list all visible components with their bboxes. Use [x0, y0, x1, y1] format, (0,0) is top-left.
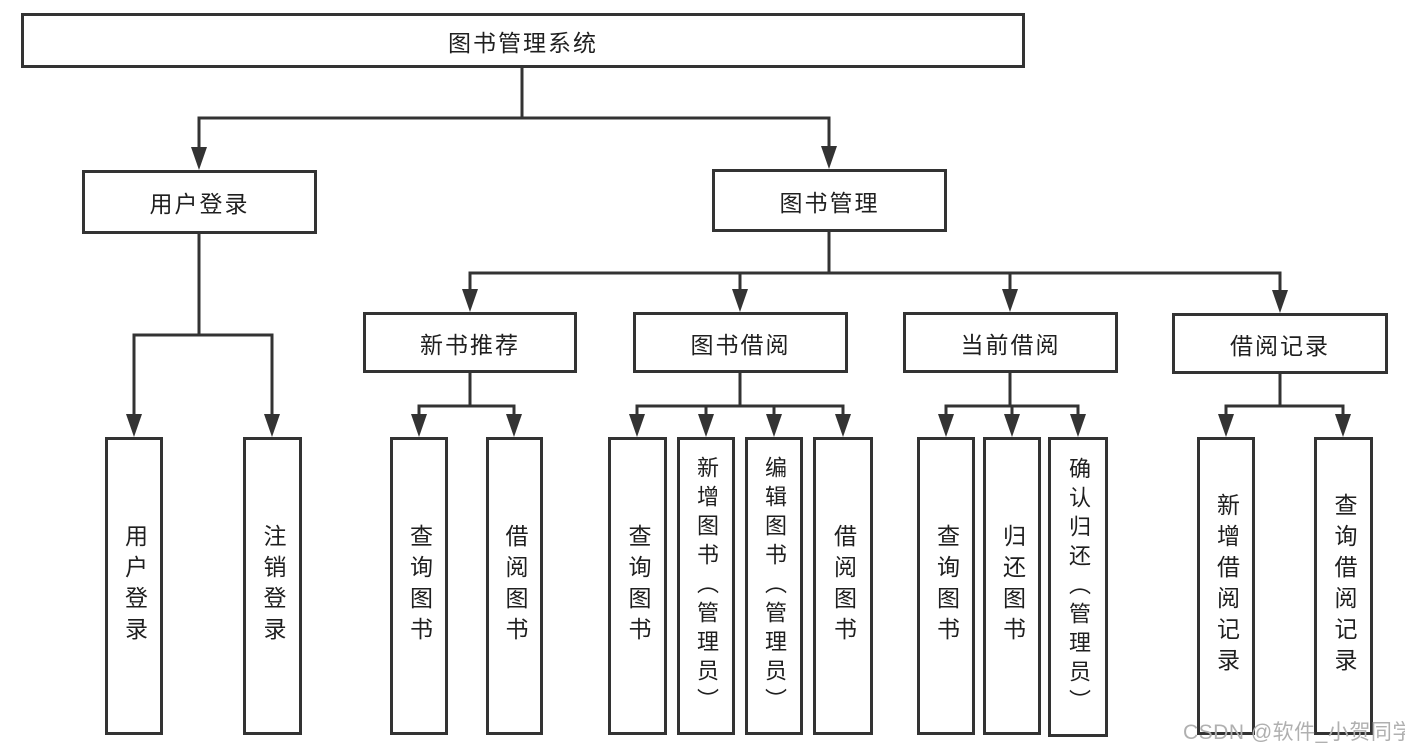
- node-label: 编辑图书（管理员）: [762, 455, 787, 717]
- node-label: 归还图书: [999, 524, 1026, 648]
- node-label: 查询图书: [933, 524, 960, 648]
- node-label: 借阅图书: [502, 524, 528, 648]
- leaf-add-borrow-record: 新增借阅记录: [1197, 437, 1255, 735]
- node-label: 借阅记录: [1230, 332, 1330, 359]
- node-label: 新增借阅记录: [1213, 493, 1240, 679]
- node-current-borrow: 当前借阅: [903, 312, 1118, 373]
- leaf-logout: 注销登录: [243, 437, 302, 735]
- node-label: 查询图书: [406, 524, 433, 648]
- node-borrow-records: 借阅记录: [1172, 313, 1388, 374]
- leaf-query-borrow-record: 查询借阅记录: [1314, 437, 1373, 735]
- node-book-borrow: 图书借阅: [633, 312, 848, 373]
- node-label: 新增图书（管理员）: [694, 455, 719, 717]
- node-label: 图书管理: [779, 189, 880, 216]
- node-label: 用户登录: [121, 524, 148, 648]
- node-book-management: 图书管理: [712, 169, 947, 232]
- node-label: 注销登录: [260, 524, 286, 648]
- leaf-borrow-books: 借阅图书: [813, 437, 873, 735]
- node-new-book-recommend: 新书推荐: [363, 312, 577, 373]
- node-label: 查询图书: [625, 524, 651, 648]
- watermark: CSDN @软件_小贺同学: [1183, 721, 1405, 744]
- leaf-return-book: 归还图书: [983, 437, 1041, 735]
- leaf-query-books-current: 查询图书: [917, 437, 975, 735]
- node-root: 图书管理系统: [21, 13, 1025, 68]
- node-label: 查询借阅记录: [1331, 493, 1357, 679]
- leaf-edit-book-admin: 编辑图书（管理员）: [745, 437, 803, 735]
- leaf-add-book-admin: 新增图书（管理员）: [677, 437, 735, 735]
- node-label: 借阅图书: [830, 524, 857, 648]
- leaf-user-login: 用户登录: [105, 437, 163, 735]
- leaf-confirm-return-admin: 确认归还（管理员）: [1048, 437, 1108, 737]
- node-label: 确认归还（管理员）: [1066, 456, 1091, 718]
- leaf-query-books-borrow: 查询图书: [608, 437, 667, 735]
- arrowheads: [126, 146, 1351, 437]
- leaf-query-books-recommend: 查询图书: [390, 437, 448, 735]
- node-label: 图书管理系统: [448, 29, 598, 56]
- node-label: 当前借阅: [960, 331, 1061, 358]
- node-label: 图书借阅: [690, 331, 791, 358]
- node-label: 新书推荐: [420, 331, 520, 358]
- node-label: 用户登录: [149, 191, 250, 217]
- leaf-borrow-books-recommend: 借阅图书: [486, 437, 543, 735]
- node-user-login: 用户登录: [82, 170, 317, 234]
